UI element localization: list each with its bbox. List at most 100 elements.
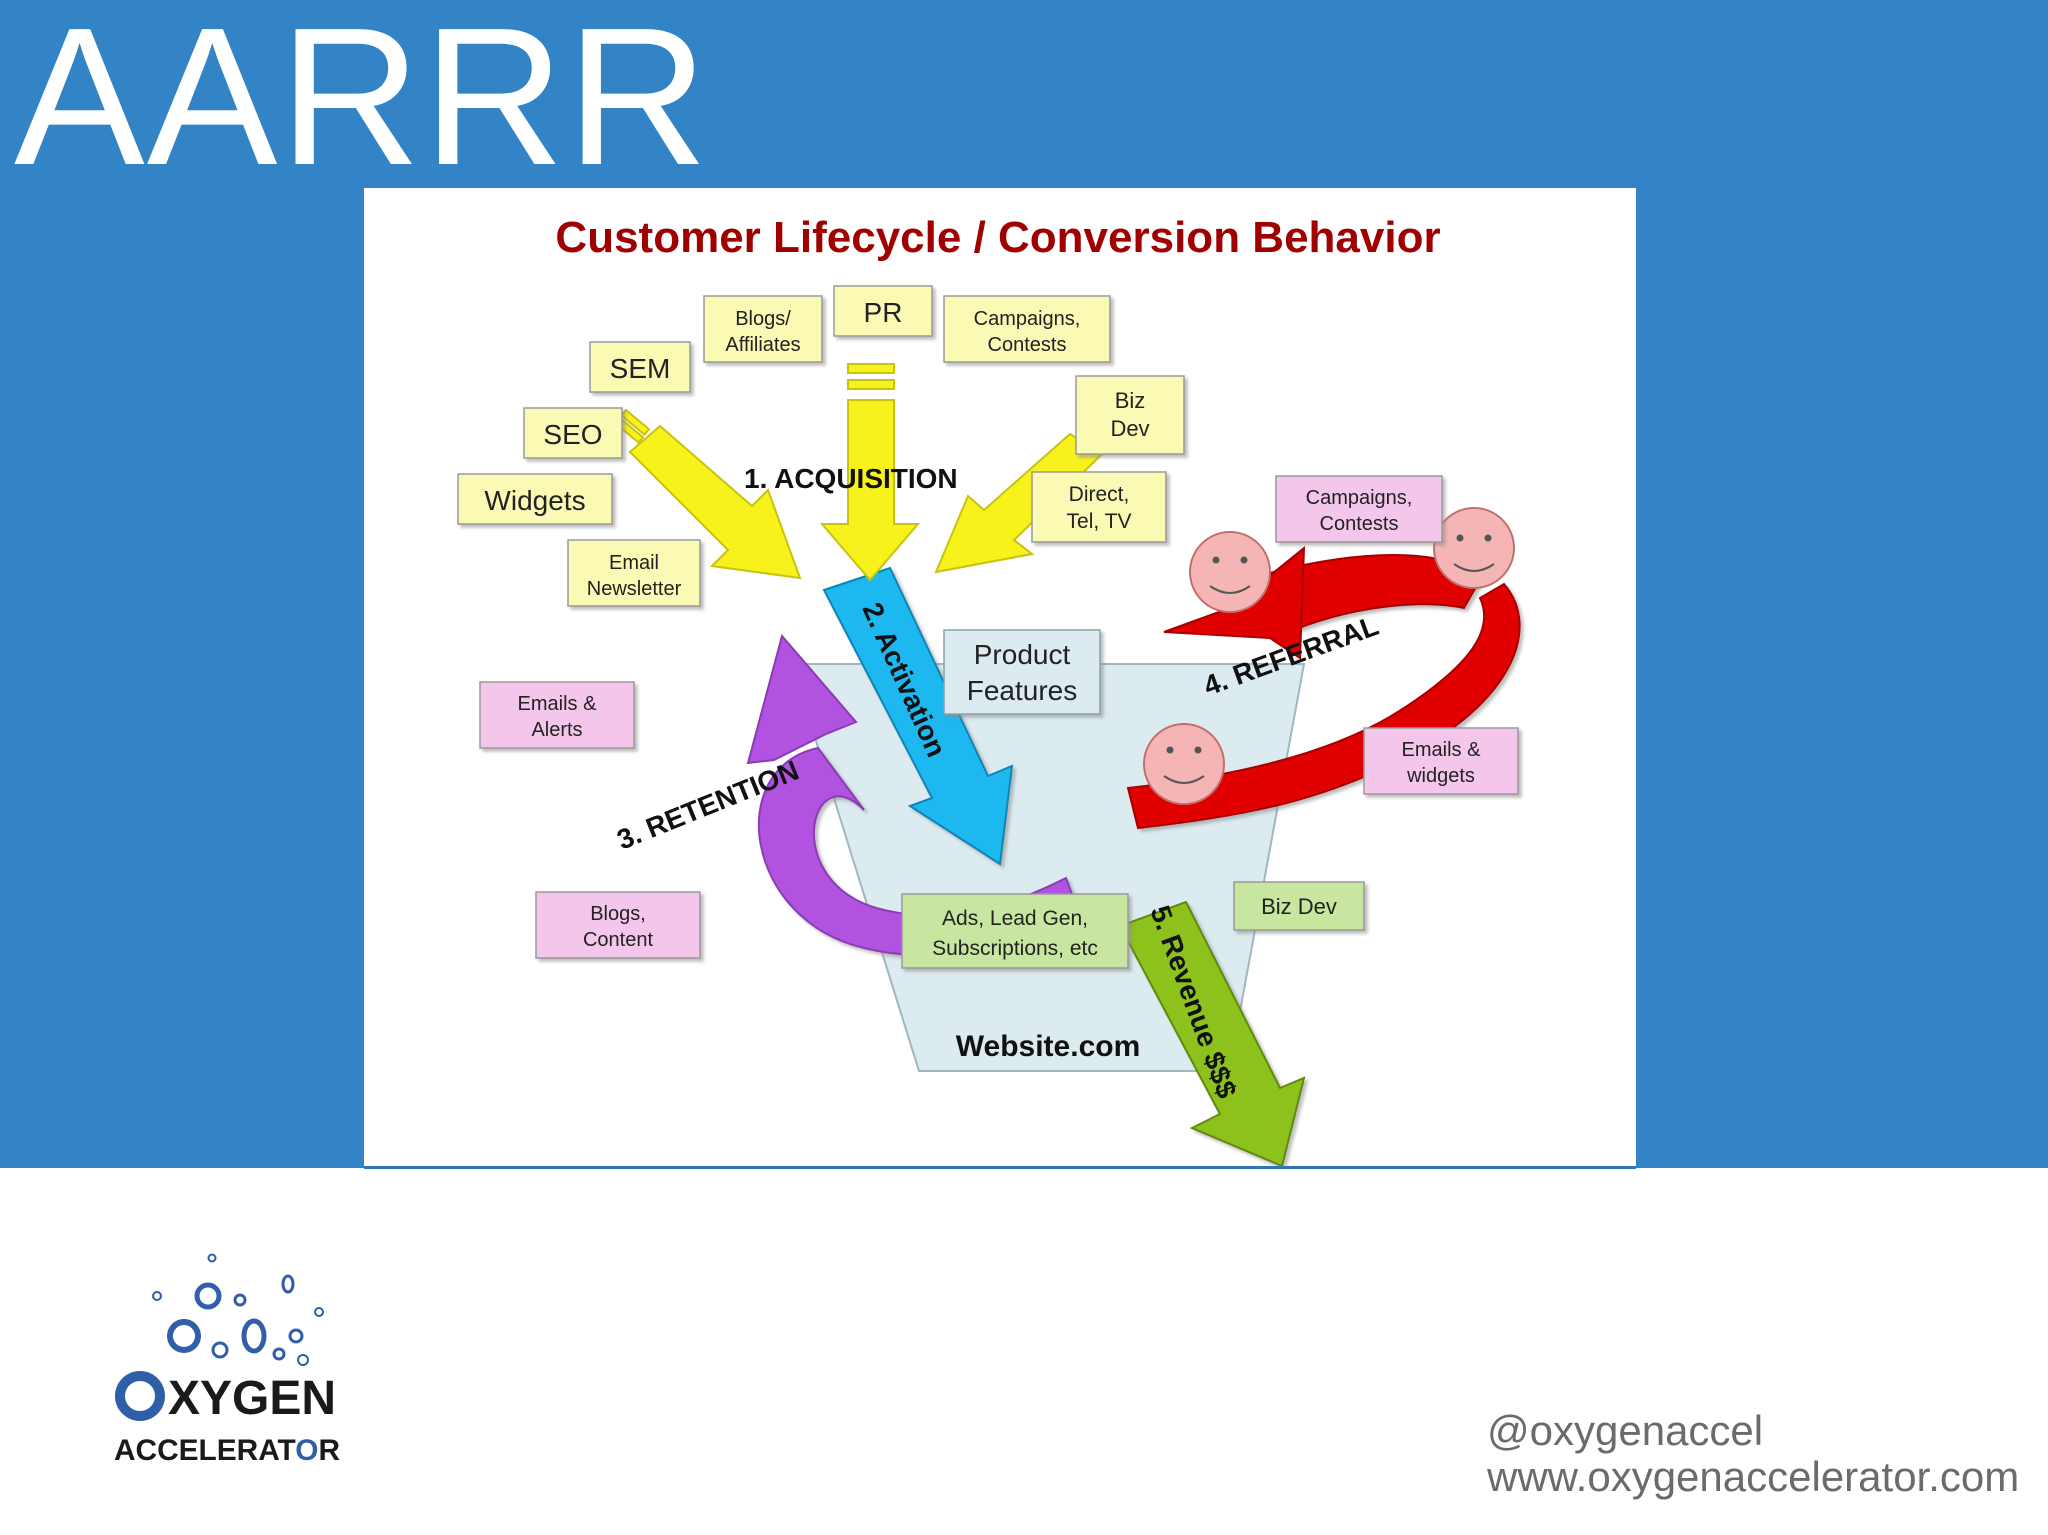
bubble-5 <box>281 1274 295 1294</box>
retention-arrow-head <box>746 633 858 765</box>
logo-big-o <box>115 1371 165 1421</box>
website-label: Website.com <box>956 1030 1141 1063</box>
logo-subtitle-end: R <box>318 1434 340 1467</box>
box-blogs-affiliates: Blogs/ Affiliates <box>703 295 823 363</box>
box-sem: SEM <box>589 341 691 393</box>
box-biz-dev-top: Biz Dev <box>1075 375 1185 455</box>
website-url: www.oxygenaccelerator.com <box>1487 1453 2020 1500</box>
box-campaigns-contests-right-bg <box>1275 475 1443 543</box>
box-email-newsletter-line1: Email <box>609 552 659 574</box>
logo-name: XYGEN <box>168 1372 336 1425</box>
bubbles-icon <box>152 1253 324 1366</box>
box-emails-widgets-bg <box>1363 727 1519 795</box>
lifecycle-diagram-svg: Customer Lifecycle / Conversion Behavior <box>457 213 1521 1166</box>
box-seo: SEO <box>523 407 623 459</box>
smiley-right-mouth <box>1453 563 1495 572</box>
box-widgets-bg <box>457 473 613 525</box>
smiley-left-head <box>1189 531 1271 613</box>
box-campaigns-contests-right-line2: Contests <box>1320 513 1399 535</box>
stage-acquisition: 1. ACQUISITION <box>744 463 958 494</box>
box-campaigns-contests-top: Campaigns, Contests <box>943 295 1111 363</box>
bubble-6 <box>314 1307 324 1317</box>
box-blogs-affiliates-line1: Blogs/ <box>735 308 791 330</box>
smiley-left-eye-2 <box>1240 556 1248 564</box>
smiley-face-left <box>1189 531 1271 613</box>
box-campaigns-contests-right: Campaigns, Contests <box>1275 475 1443 543</box>
box-direct-tel-tv: Direct, Tel, TV <box>1031 471 1167 543</box>
smiley-bottom-eye-1 <box>1166 746 1174 754</box>
lifecycle-diagram: Customer Lifecycle / Conversion Behavior <box>364 188 1636 1169</box>
bubble-9 <box>241 1318 267 1354</box>
box-blogs-content-bg <box>535 891 701 959</box>
logo-subtitle: ACCELERATOR <box>114 1434 340 1467</box>
box-biz-dev-bottom-label: Biz Dev <box>1261 894 1337 919</box>
bubble-8 <box>211 1341 229 1359</box>
smiley-face-right <box>1433 507 1515 589</box>
box-direct-tel-tv-bg <box>1031 471 1167 543</box>
smiley-bottom-eye-2 <box>1194 746 1202 754</box>
box-blogs-affiliates-line2: Affiliates <box>725 334 800 356</box>
box-biz-dev-top-line2: Dev <box>1110 416 1149 441</box>
logo-subtitle-o: O <box>295 1434 318 1467</box>
bubble-10 <box>288 1328 304 1344</box>
box-biz-dev-bottom-bg <box>1233 881 1365 931</box>
bubble-3 <box>152 1291 162 1301</box>
box-email-newsletter-line2: Newsletter <box>587 578 682 600</box>
referral-arrow-lower <box>1126 582 1521 830</box>
acquisition-arrow-right <box>934 432 1104 574</box>
box-product-features-line1: Product <box>974 639 1071 670</box>
smiley-right-head <box>1433 507 1515 589</box>
box-seo-bg <box>523 407 623 459</box>
bubble-12 <box>297 1354 309 1366</box>
box-ads-leadgen-line1: Ads, Lead Gen, <box>942 907 1088 930</box>
box-direct-tel-tv-line1: Direct, <box>1069 483 1130 506</box>
box-email-newsletter: Email Newsletter <box>567 539 701 607</box>
activation-arrow <box>822 566 1014 866</box>
box-emails-alerts-bg <box>479 681 635 749</box>
box-emails-widgets-line2: widgets <box>1406 765 1475 787</box>
box-pr: PR <box>833 285 933 337</box>
smiley-right-eye-2 <box>1484 534 1492 542</box>
smiley-face-bottom <box>1143 723 1225 805</box>
box-direct-tel-tv-line2: Tel, TV <box>1067 510 1132 533</box>
oxygen-accelerator-logo: XYGEN ACCELERATOR <box>96 1240 396 1480</box>
smiley-right-eye-1 <box>1456 534 1464 542</box>
diagram-title: Customer Lifecycle / Conversion Behavior <box>555 213 1440 262</box>
box-biz-dev-top-bg <box>1075 375 1185 455</box>
acquisition-arrow-left-stripe-2 <box>620 408 651 437</box>
box-campaigns-contests-top-line2: Contests <box>988 334 1067 356</box>
smiley-bottom-head <box>1143 723 1225 805</box>
bubble-2 <box>194 1282 222 1310</box>
box-emails-alerts-line2: Alerts <box>531 719 582 741</box>
box-ads-leadgen-bg <box>901 893 1129 969</box>
box-blogs-affiliates-bg <box>703 295 823 363</box>
box-campaigns-contests-right-line1: Campaigns, <box>1306 487 1413 509</box>
box-campaigns-contests-top-line1: Campaigns, <box>974 308 1081 330</box>
box-emails-widgets-line1: Emails & <box>1402 739 1482 761</box>
box-emails-alerts-line1: Emails & <box>518 693 598 715</box>
logo-subtitle-start: ACCELERAT <box>114 1434 295 1467</box>
box-blogs-content-line2: Content <box>583 929 653 951</box>
box-seo-label: SEO <box>543 419 602 450</box>
acquisition-arrow-center <box>819 399 921 582</box>
box-product-features-bg <box>943 629 1101 715</box>
box-sem-bg <box>589 341 691 393</box>
box-pr-label: PR <box>864 297 903 328</box>
revenue-arrow <box>1118 900 1306 1166</box>
box-ads-leadgen-line2: Subscriptions, etc <box>932 937 1098 960</box>
acquisition-arrow-center-stripe-2 <box>847 379 895 390</box>
box-widgets-label: Widgets <box>484 485 585 516</box>
box-product-features: Product Features <box>943 629 1101 715</box>
acquisition-arrow-center-stripe <box>847 363 895 374</box>
box-biz-dev-bottom: Biz Dev <box>1233 881 1365 931</box>
bubble-7 <box>167 1319 201 1353</box>
bubble-11 <box>272 1347 286 1361</box>
bubble-4 <box>233 1293 247 1307</box>
acquisition-arrow-left <box>628 424 802 580</box>
contact-info: @oxygenaccel www.oxygenaccelerator.com <box>1487 1408 2019 1500</box>
box-pr-bg <box>833 285 933 337</box>
oxygen-logo-svg: XYGEN ACCELERATOR <box>114 1253 340 1467</box>
box-emails-widgets: Emails & widgets <box>1363 727 1519 795</box>
smiley-left-mouth <box>1209 585 1251 594</box>
box-campaigns-contests-top-bg <box>943 295 1111 363</box>
